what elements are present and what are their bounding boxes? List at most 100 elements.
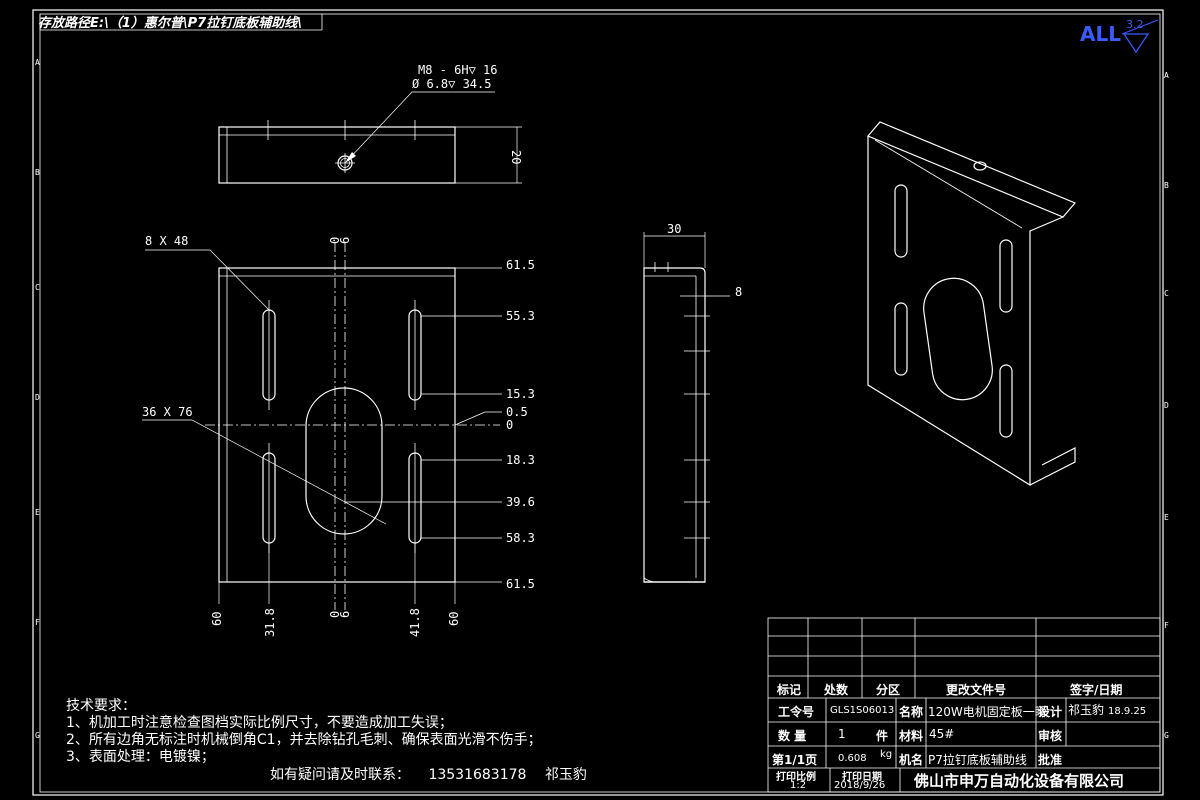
note-item-1: 1、机加工时注意检查图档实际比例尺寸，不要造成加工失误；: [66, 715, 453, 731]
large-slot: [305, 387, 383, 535]
review-label: 审核: [1038, 729, 1063, 743]
contact-name: 祁玉豹: [544, 767, 587, 783]
right-ordinate-dims: 61.5 55.3 15.3 0.5 0 18.3 39.6 58.3 61.5: [345, 258, 535, 591]
dim-top-6: 6: [338, 237, 352, 244]
file-path-label: 存放路径E:\（1）惠尔普\P7拉钉底板辅助线\: [38, 16, 302, 31]
iso-slot-3: [894, 302, 908, 376]
frame-letter-a-right: A: [1164, 71, 1169, 80]
side-view-outline: [643, 267, 706, 583]
weight-value: 0.608: [838, 753, 867, 764]
material-label: 材料: [899, 729, 924, 743]
frame-letter-e-left: E: [35, 508, 40, 517]
frame-letter-g-right: G: [1164, 731, 1169, 740]
side-width-dim-text: 30: [667, 222, 681, 236]
dim-bottom-60-right: 60: [447, 612, 461, 626]
surface-finish-icon: [1122, 33, 1150, 54]
frame-letter-f-left: F: [35, 618, 40, 627]
thickness-dim-text: 8: [735, 285, 742, 299]
iso-top-flange: [867, 121, 1076, 218]
iso-threaded-hole-icon: [973, 161, 987, 171]
dim-0-5: 0.5: [506, 405, 528, 419]
dim-58-3: 58.3: [506, 531, 535, 545]
company-name: 佛山市申万自动化设备有限公司: [914, 772, 1125, 790]
bottom-ordinate-dims: 60 31.8 0 6 41.8 60: [210, 543, 461, 637]
technical-notes: 技术要求： 1、机加工时注意检查图档实际比例尺寸，不要造成加工失误； 2、所有边…: [66, 698, 542, 766]
iso-slot-2: [999, 239, 1013, 313]
rev-header-zone: 分区: [876, 683, 901, 697]
small-slot-label: 8 X 48: [145, 234, 188, 248]
dim-15-3: 15.3: [506, 387, 535, 401]
large-slot-label: 36 X 76: [142, 405, 193, 419]
rev-header-count: 处数: [824, 683, 849, 697]
dim-bottom-6: 6: [338, 611, 352, 618]
frame-letter-d-left: D: [35, 393, 40, 402]
qty-label: 数 量: [778, 729, 807, 743]
qty-value: 1: [838, 727, 846, 741]
notes-title: 技术要求：: [66, 698, 136, 714]
frame-letter-g-left: G: [35, 731, 40, 740]
iso-bottom-flange: [1029, 447, 1076, 486]
frame-letter-b-left: B: [35, 168, 40, 177]
title-block-grid: [767, 617, 1161, 793]
surface-finish-prefix: ALL: [1080, 22, 1121, 46]
large-slot-leader: [142, 419, 387, 525]
frame-letter-c-right: C: [1164, 289, 1169, 298]
design-date: 18.9.25: [1108, 706, 1147, 717]
top-view: M8 - 6H▽ 16 Ø 6.8▽ 34.5 20: [218, 63, 523, 184]
qty-unit: 件: [876, 729, 889, 743]
thread-note-1: M8 - 6H▽ 16: [418, 63, 497, 77]
machine-value: P7拉钉底板辅助线: [928, 753, 1027, 767]
rev-header-mark: 标记: [777, 683, 802, 697]
scale-value: 1:2: [790, 780, 807, 791]
weight-unit: kg: [880, 749, 893, 760]
note-item-2: 2、所有边角无标注时机械倒角C1，并去除钻孔毛刺、确保表面光滑不伤手；: [66, 732, 542, 748]
name-value: 120W电机固定板一瞬: [928, 705, 1047, 719]
iso-slot-4: [999, 364, 1013, 438]
isometric-view: [867, 121, 1076, 487]
dim-55-3: 55.3: [506, 309, 535, 323]
machine-label: 机名: [899, 753, 924, 767]
dim-bottom-60-left: 60: [210, 612, 224, 626]
work-order-label: 工令号: [778, 705, 815, 719]
scale-label: 打印比例: [776, 772, 816, 783]
material-value: 45#: [929, 727, 955, 741]
small-slot-leader: [145, 249, 270, 311]
surface-finish-value: 3.2: [1126, 18, 1144, 31]
side-view: 30 8: [643, 222, 742, 583]
frame-letter-f-right: F: [1164, 621, 1169, 630]
frame-letter-b-right: B: [1164, 181, 1169, 190]
surface-finish-leader: [1121, 19, 1159, 35]
outer-frame: [32, 9, 1164, 796]
dim-18-3: 18.3: [506, 453, 535, 467]
dim-bottom-41-8: 41.8: [408, 608, 422, 637]
side-view-hole-marks: [684, 315, 710, 539]
page-label: 第1/1页: [772, 753, 818, 767]
contact-text: 如有疑问请及时联系：: [270, 767, 410, 783]
side-view-bend: [643, 577, 657, 583]
thread-note-2: Ø 6.8▽ 34.5: [412, 77, 491, 91]
contact-phone: 13531683178: [428, 767, 527, 783]
frame-letter-e-right: E: [1164, 513, 1169, 522]
top-view-outline: [218, 126, 456, 184]
thread-leader: [344, 91, 495, 164]
dim-61-5-top: 61.5: [506, 258, 535, 272]
design-label: 设计: [1038, 705, 1063, 719]
frame-letter-a-left: A: [35, 58, 40, 67]
dim-bottom-31-8: 31.8: [263, 608, 277, 637]
height-dim-text: 20: [509, 150, 523, 164]
frame-letter-c-left: C: [35, 283, 40, 292]
dim-bottom-0: 0: [328, 611, 342, 618]
iso-large-slot: [923, 277, 993, 401]
thread-leader-arrow: [345, 152, 356, 163]
front-view: 8 X 48 36 X 76 61.5 55.3 15.3 0.5 0 18.3…: [142, 234, 535, 637]
dim-61-5-bottom: 61.5: [506, 577, 535, 591]
contact-line: 如有疑问请及时联系： 13531683178 祁玉豹: [270, 764, 601, 784]
designer-name: 祁玉豹: [1068, 703, 1105, 717]
dim-39-6: 39.6: [506, 495, 535, 509]
note-item-3: 3、表面处理：电镀镍；: [66, 749, 215, 765]
print-date-value: 2018/9/26: [834, 780, 886, 791]
dim-top-0: 0: [328, 237, 342, 244]
inner-frame: [39, 13, 1161, 793]
work-order-value: GLS1S06013: [830, 705, 895, 716]
